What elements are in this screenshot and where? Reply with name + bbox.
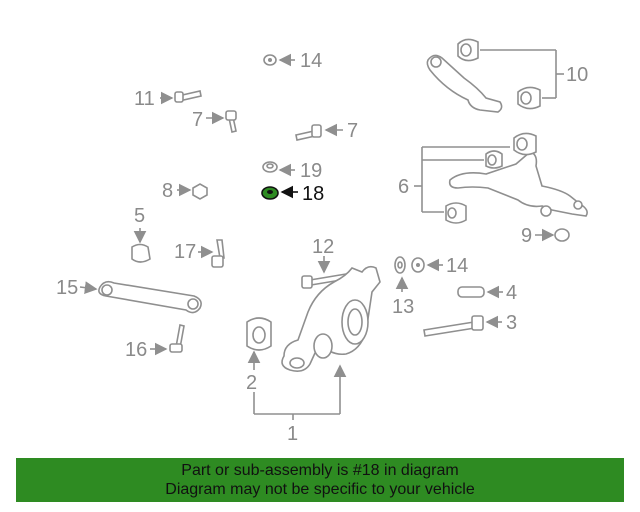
callout-1[interactable]: 1: [287, 423, 298, 445]
part-16-bolt[interactable]: [150, 324, 185, 356]
banner-line-2: Diagram may not be specific to your vehi…: [165, 481, 475, 498]
callout-17[interactable]: 17: [174, 241, 196, 263]
part-13-washer[interactable]: [394, 256, 409, 292]
part-11-bolt[interactable]: [160, 90, 202, 105]
part-4-sleeve[interactable]: [457, 285, 503, 299]
callout-8[interactable]: 8: [162, 180, 173, 202]
callout-5[interactable]: 5: [134, 205, 145, 227]
part-2-bushing[interactable]: [246, 317, 272, 370]
part-1-knuckle[interactable]: [281, 265, 381, 372]
callout-14-top[interactable]: 14: [300, 50, 322, 72]
part-17-bolt[interactable]: [198, 239, 225, 268]
callout-16[interactable]: 16: [125, 339, 147, 361]
callout-2[interactable]: 2: [246, 372, 257, 394]
callout-14-right[interactable]: 14: [446, 255, 468, 277]
part-18-nut-highlighted[interactable]: [261, 185, 298, 200]
callout-19[interactable]: 19: [300, 160, 322, 182]
callout-6[interactable]: 6: [398, 176, 409, 198]
callout-7-right[interactable]: 7: [347, 120, 358, 142]
callout-3[interactable]: 3: [506, 312, 517, 334]
banner-line-1: Part or sub-assembly is #18 in diagram: [181, 462, 459, 479]
info-banner: Part or sub-assembly is #18 in diagram D…: [16, 458, 624, 502]
callout-18[interactable]: 18: [302, 183, 324, 205]
part-10-upper-arm[interactable]: [426, 38, 541, 113]
part-8-nut[interactable]: [177, 183, 208, 200]
part-14-nut-top[interactable]: [263, 53, 295, 67]
part-15-link-arm[interactable]: [79, 280, 202, 314]
callout-15[interactable]: 15: [56, 277, 78, 299]
callout-13[interactable]: 13: [392, 296, 414, 318]
part-9-cap[interactable]: [535, 228, 570, 242]
callout-11[interactable]: 11: [134, 88, 155, 110]
callout-4[interactable]: 4: [506, 282, 517, 304]
callout-12[interactable]: 12: [312, 236, 334, 258]
part-7-bolt-right[interactable]: [295, 123, 343, 141]
part-14-nut-right[interactable]: [411, 257, 443, 273]
callout-10[interactable]: 10: [566, 64, 588, 86]
part-6-lower-arm[interactable]: [445, 132, 588, 224]
callout-9[interactable]: 9: [521, 225, 532, 247]
part-3-bolt[interactable]: [423, 315, 502, 337]
callout-7-upper[interactable]: 7: [192, 109, 203, 131]
part-5-bushing[interactable]: [131, 228, 151, 263]
part-19-washer[interactable]: [262, 161, 295, 177]
part-7-bolt-upper[interactable]: [206, 110, 237, 133]
